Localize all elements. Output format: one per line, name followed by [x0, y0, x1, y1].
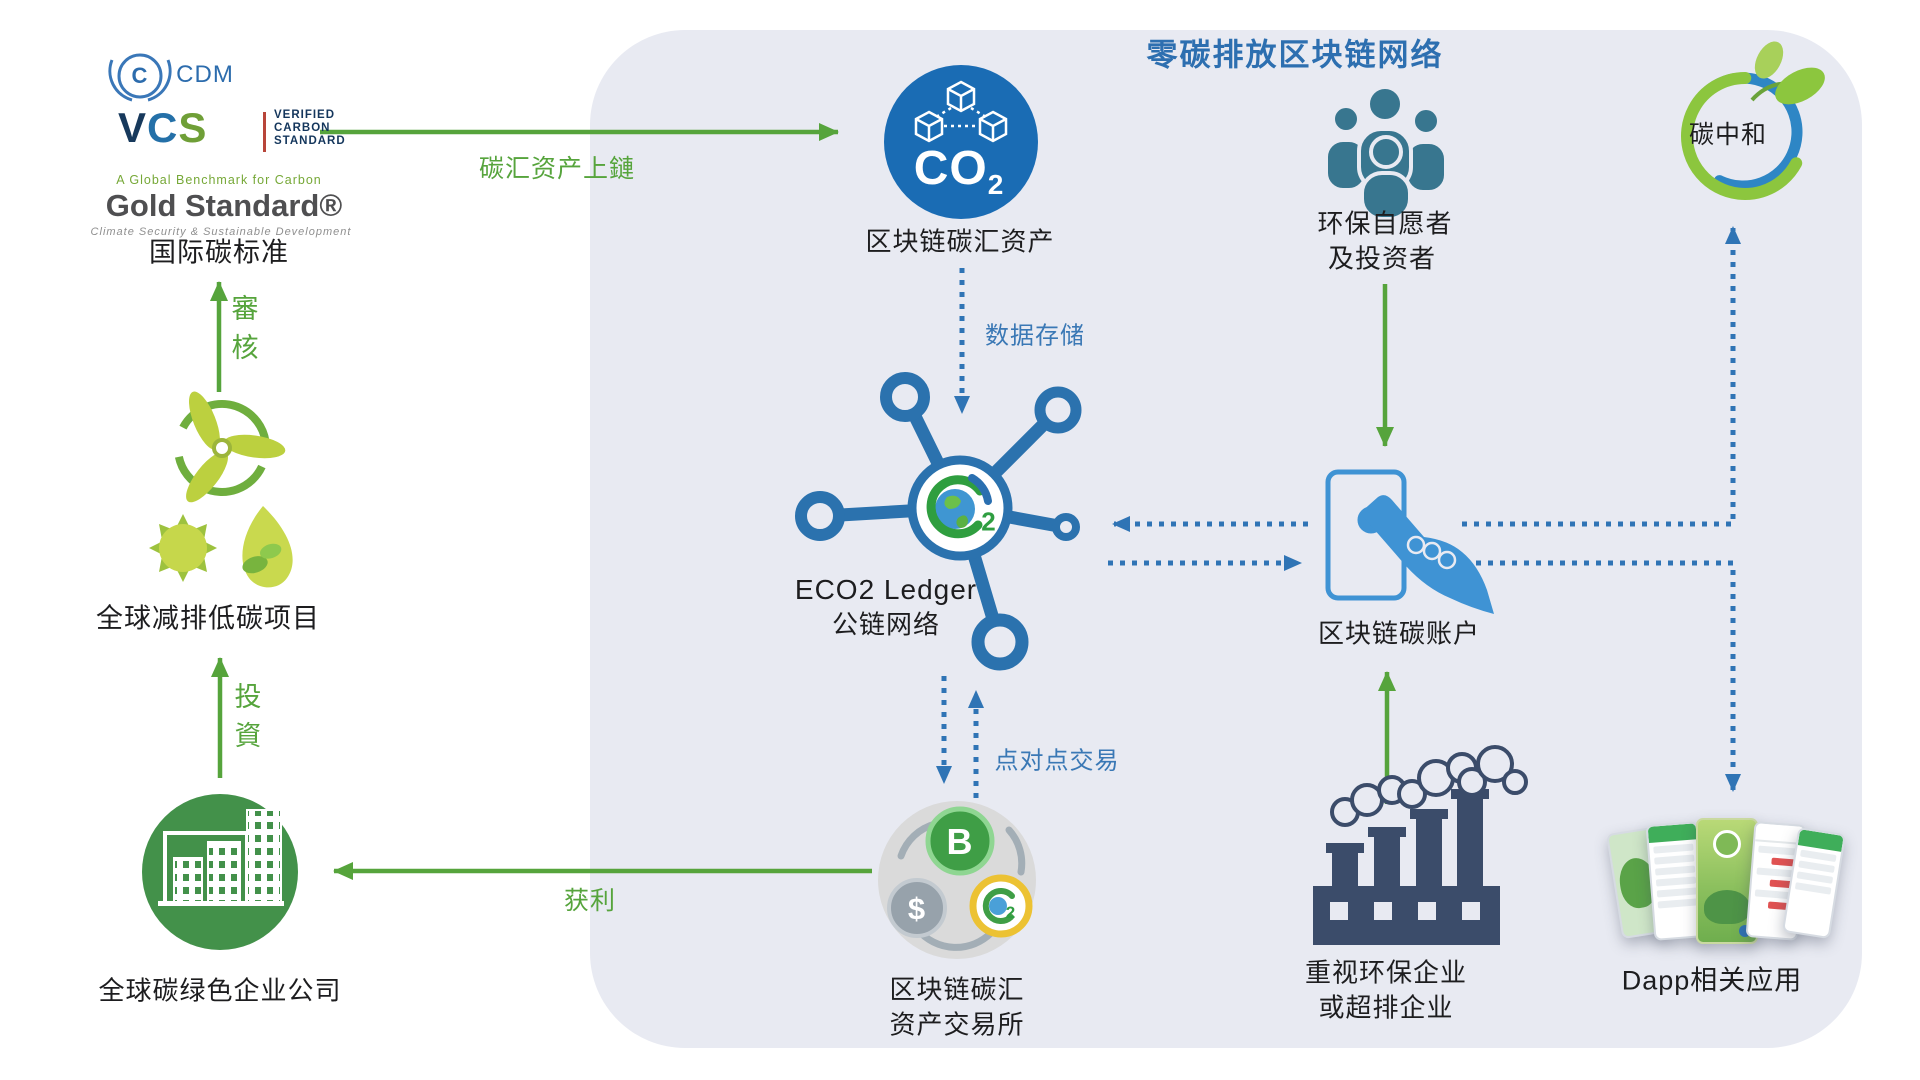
carbon-neutral-icon: [1681, 41, 1825, 200]
sun-icon: [149, 514, 217, 582]
cdm-logo-text: CDM: [176, 61, 234, 88]
dapp-screenshots: [1606, 810, 1846, 950]
vcs-logo-divider: [263, 112, 266, 152]
label-enterprises-line2: 或超排企业: [1318, 992, 1454, 1023]
label-exchange-line2: 资产交易所: [889, 1009, 1025, 1040]
co2-asset-icon: [884, 65, 1038, 219]
label-profit: 获利: [563, 887, 617, 915]
label-asset-onchain: 碳汇资产上鏈: [478, 155, 636, 183]
carbon-exchange-icon: [878, 801, 1036, 959]
label-low-carbon-projects: 全球减排低碳项目: [96, 603, 320, 634]
label-carbon-account: 区块链碳账户: [1317, 618, 1481, 649]
hub-logo-two: 2: [981, 506, 997, 537]
label-data-storage: 数据存储: [985, 322, 1085, 350]
label-exchange-line1: 区块链碳汇: [889, 974, 1025, 1005]
green-company-icon: [142, 794, 298, 950]
label-invest: 投資: [230, 682, 261, 760]
cdm-logo-icon: [108, 53, 172, 102]
label-carbon-neutral: 碳中和: [1688, 121, 1768, 149]
arrow-account-to-carbon-neutral: [1462, 226, 1741, 527]
label-enterprises-line1: 重视环保企业: [1304, 957, 1468, 988]
gold-standard-logo-text: Gold Standard®: [105, 188, 343, 223]
label-ledger-sub: 公链网络: [831, 609, 941, 640]
co2-circle-text: CO2: [913, 142, 1005, 200]
label-volunteers-line1: 环保自愿者: [1317, 208, 1453, 239]
label-chain-carbon-asset: 区块链碳汇资产: [865, 226, 1055, 257]
dollar-coin-letter: $: [907, 891, 927, 926]
vcs-tagline: A Global Benchmark for Carbon: [116, 173, 322, 187]
bitcoin-coin-letter: B: [946, 821, 974, 862]
label-green-companies: 全球碳绿色企业公司: [98, 975, 342, 1006]
eco-coin-two: 2: [1005, 903, 1017, 922]
label-p2p-trade: 点对点交易: [994, 747, 1120, 775]
eco-flame-icon: [242, 506, 293, 588]
panel-title: 零碳排放区块链网络: [1146, 37, 1444, 73]
vcs-logo-subtext: VERIFIED CARBON STANDARD: [274, 109, 346, 147]
carbon-account-icon: [1325, 469, 1494, 614]
gold-standard-tagline: Climate Security & Sustainable Developme…: [90, 226, 352, 238]
vcs-logo-text: VCS: [118, 104, 208, 151]
arrow-account-to-dapp: [1464, 560, 1741, 792]
label-intl-carbon-standard: 国际碳标准: [149, 237, 289, 268]
eco2-ledger-hub-icon: [795, 372, 1082, 671]
cdm-emblem-letter: C: [131, 63, 149, 88]
factory-icon: [1313, 745, 1528, 945]
label-ledger-name: ECO2 Ledger: [794, 574, 978, 605]
label-audit: 審核: [227, 294, 258, 372]
label-volunteers-line2: 及投资者: [1327, 243, 1437, 274]
wind-turbine-icon: [174, 391, 286, 503]
label-dapp-apps: Dapp相关应用: [1621, 965, 1803, 996]
volunteers-people-icon: [1324, 85, 1448, 221]
